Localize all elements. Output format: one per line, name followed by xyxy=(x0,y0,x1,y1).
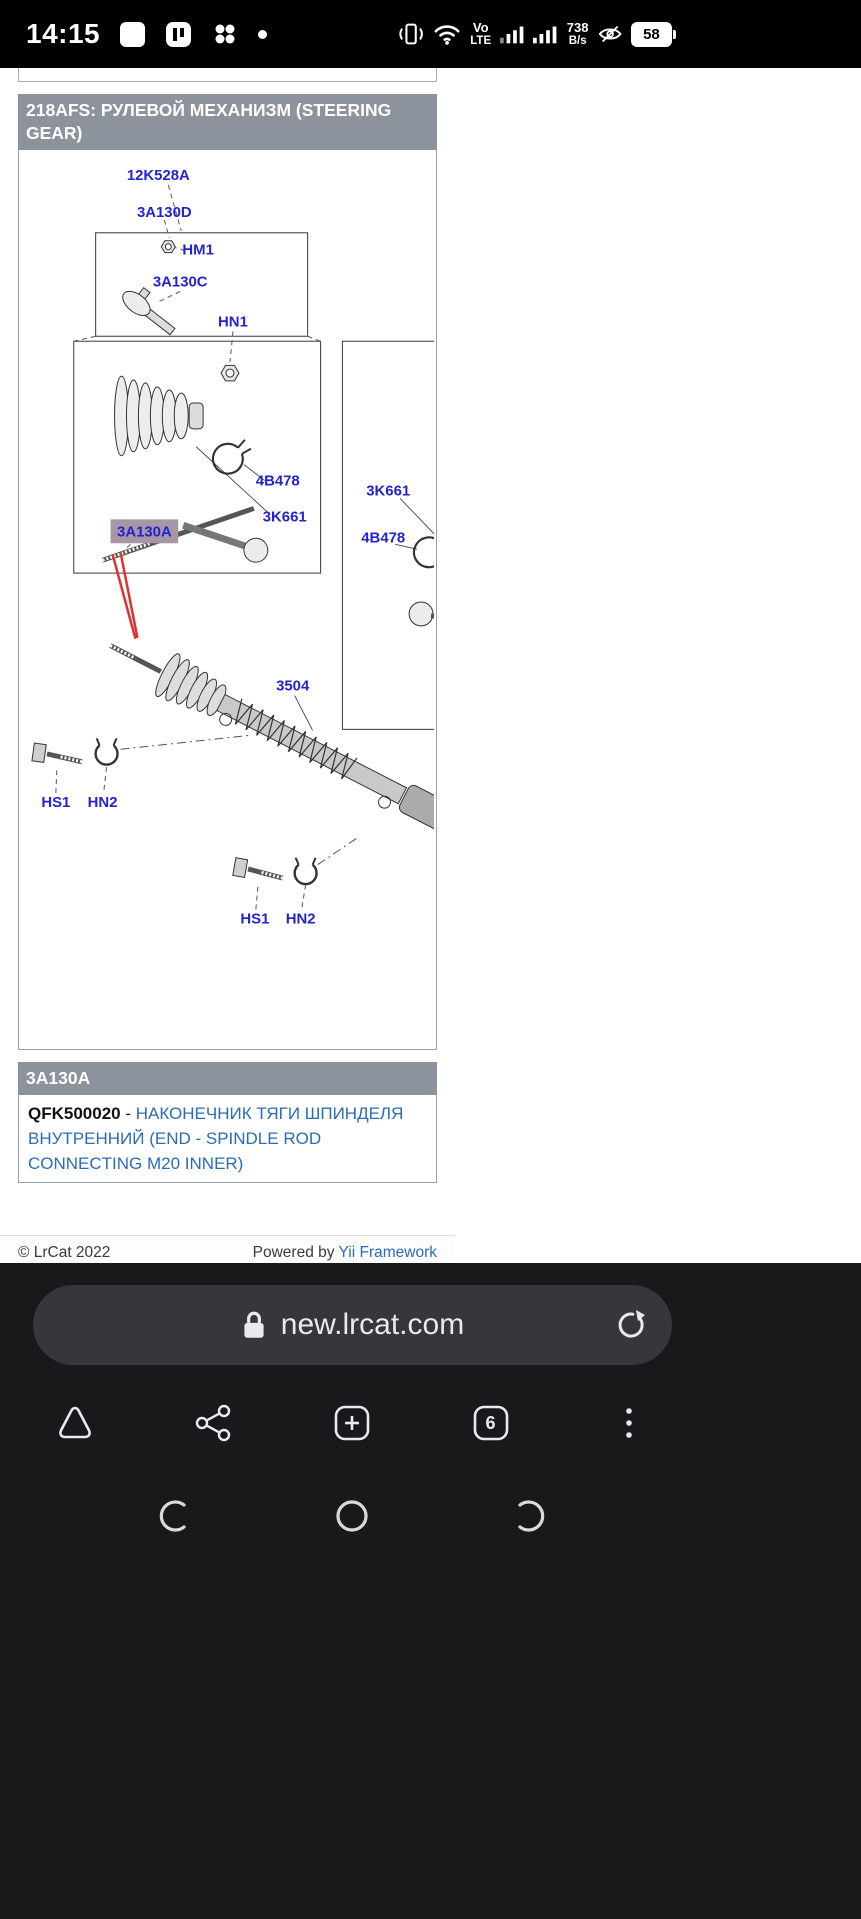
diagram-panel: 12K528A 3A130D HM1 3A130C HN1 4B478 3K66… xyxy=(18,150,437,1051)
menu-button[interactable] xyxy=(609,1403,649,1443)
url-bar[interactable]: new.lrcat.com xyxy=(33,1285,672,1365)
nut-drawing xyxy=(160,240,176,254)
status-bar-right: Vo LTE 738 B/s 58 xyxy=(398,0,677,68)
screenshot-icon xyxy=(120,21,146,47)
clock: 14:15 xyxy=(26,18,101,49)
inner-tie-rod-drawing xyxy=(408,601,434,627)
new-tab-icon xyxy=(334,1405,370,1441)
part-header: 3A130A xyxy=(18,1062,437,1096)
new-tab-button[interactable] xyxy=(332,1403,372,1443)
part-header-label: 3A130A xyxy=(26,1068,91,1089)
notification-dot xyxy=(258,29,268,39)
red-pointer-arrow xyxy=(111,552,139,640)
network-speed: 738 B/s xyxy=(566,20,589,47)
browser-chrome: new.lrcat.com xyxy=(0,1263,861,1919)
browser-toolbar: 6 xyxy=(55,1388,649,1458)
part-label-HS1[interactable]: HS1 xyxy=(41,794,70,811)
part-label-HS1[interactable]: HS1 xyxy=(240,911,269,928)
home-button[interactable] xyxy=(55,1403,95,1443)
group-a-frames xyxy=(73,185,322,574)
section-header: 218AFS: РУЛЕВОЙ МЕХАНИЗМ (STEERING GEAR) xyxy=(18,94,437,151)
refresh-button[interactable] xyxy=(614,1308,648,1342)
part-number: QFK500020 xyxy=(28,1104,121,1124)
signal-icon xyxy=(500,26,524,44)
part-label-4B478[interactable]: 4B478 xyxy=(256,473,300,490)
copyright-text: © LrCat 2022 xyxy=(18,1244,111,1262)
android-navbar xyxy=(0,1498,704,1534)
home-icon xyxy=(59,1406,91,1439)
back-icon xyxy=(518,1500,545,1532)
powered-by: Powered by Yii Framework xyxy=(253,1244,437,1262)
network-type: Vo LTE xyxy=(470,20,492,47)
part-info-box: QFK500020 - НАКОНЕЧНИК ТЯГИ ШПИНДЕЛЯ ВНУ… xyxy=(18,1095,437,1184)
part-label-3A130C[interactable]: 3A130C xyxy=(153,274,208,291)
bolt-drawing xyxy=(232,857,284,881)
eye-off-icon xyxy=(598,25,622,43)
yii-framework-link[interactable]: Yii Framework xyxy=(338,1244,437,1262)
bolt-drawing xyxy=(31,742,83,765)
nav-back-button[interactable] xyxy=(510,1498,546,1534)
clamp-drawing xyxy=(211,439,252,475)
clamp-nut-drawing xyxy=(94,738,119,767)
tabs-icon xyxy=(473,1405,508,1441)
part-label-4B478[interactable]: 4B478 xyxy=(361,529,405,546)
part-label-3K661[interactable]: 3K661 xyxy=(366,483,410,500)
part-label-HN2[interactable]: HN2 xyxy=(286,911,316,928)
catalog-page: 218AFS: РУЛЕВОЙ МЕХАНИЗМ (STEERING GEAR) xyxy=(0,68,455,1303)
battery-percent: 58 xyxy=(643,25,660,43)
vibrate-icon xyxy=(399,23,423,45)
part-description-link[interactable]: НАКОНЕЧНИК ТЯГИ ШПИНДЕЛЯ ВНУТРЕННИЙ (END… xyxy=(28,1104,404,1174)
apps-icon xyxy=(215,24,235,44)
part-label-3K661[interactable]: 3K661 xyxy=(263,509,307,526)
part-label-3504[interactable]: 3504 xyxy=(276,678,310,695)
nav-recents-button[interactable] xyxy=(158,1498,194,1534)
tie-rod-end-drawing xyxy=(122,287,176,336)
powered-by-text: Powered by xyxy=(252,1244,339,1262)
battery-icon: 58 xyxy=(630,21,677,47)
status-bar: 14:15 Vo LTE xyxy=(0,0,861,68)
part-label-12K528A[interactable]: 12K528A xyxy=(127,167,190,184)
part-label-3A130D[interactable]: 3A130D xyxy=(137,204,192,221)
clamp-drawing xyxy=(412,536,434,569)
app-icon xyxy=(166,21,192,47)
url-text: new.lrcat.com xyxy=(280,1308,465,1341)
share-button[interactable] xyxy=(194,1403,234,1443)
part-separator: - xyxy=(120,1104,136,1124)
tabs-button[interactable]: 6 xyxy=(471,1403,511,1443)
menu-dots-icon xyxy=(626,1408,632,1438)
part-label-3A130A-selected[interactable]: 3A130A xyxy=(117,523,172,540)
selected-part-highlight xyxy=(110,519,179,544)
nav-home-button[interactable] xyxy=(334,1498,370,1534)
recents-icon xyxy=(159,1500,186,1532)
nut-drawing xyxy=(220,365,240,382)
previous-table-cutoff xyxy=(18,68,437,82)
clamp-nut-drawing xyxy=(293,857,318,886)
status-bar-left: 14:15 xyxy=(26,0,268,68)
part-label-HM1[interactable]: HM1 xyxy=(182,242,213,259)
part-label-HN2[interactable]: HN2 xyxy=(88,794,118,811)
home-circle-icon xyxy=(336,1500,368,1532)
part-label-HN1[interactable]: HN1 xyxy=(218,314,248,331)
section-title: 218AFS: РУЛЕВОЙ МЕХАНИЗМ (STEERING GEAR) xyxy=(26,100,392,144)
tab-count: 6 xyxy=(485,1412,496,1433)
steering-rack-drawing xyxy=(109,643,434,841)
boot-drawing xyxy=(114,375,204,457)
share-icon xyxy=(195,1404,230,1442)
lock-icon xyxy=(244,1311,264,1338)
wifi-icon xyxy=(434,25,460,45)
steering-gear-diagram: 12K528A 3A130D HM1 3A130C HN1 4B478 3K66… xyxy=(31,167,434,928)
signal-icon xyxy=(533,26,557,44)
